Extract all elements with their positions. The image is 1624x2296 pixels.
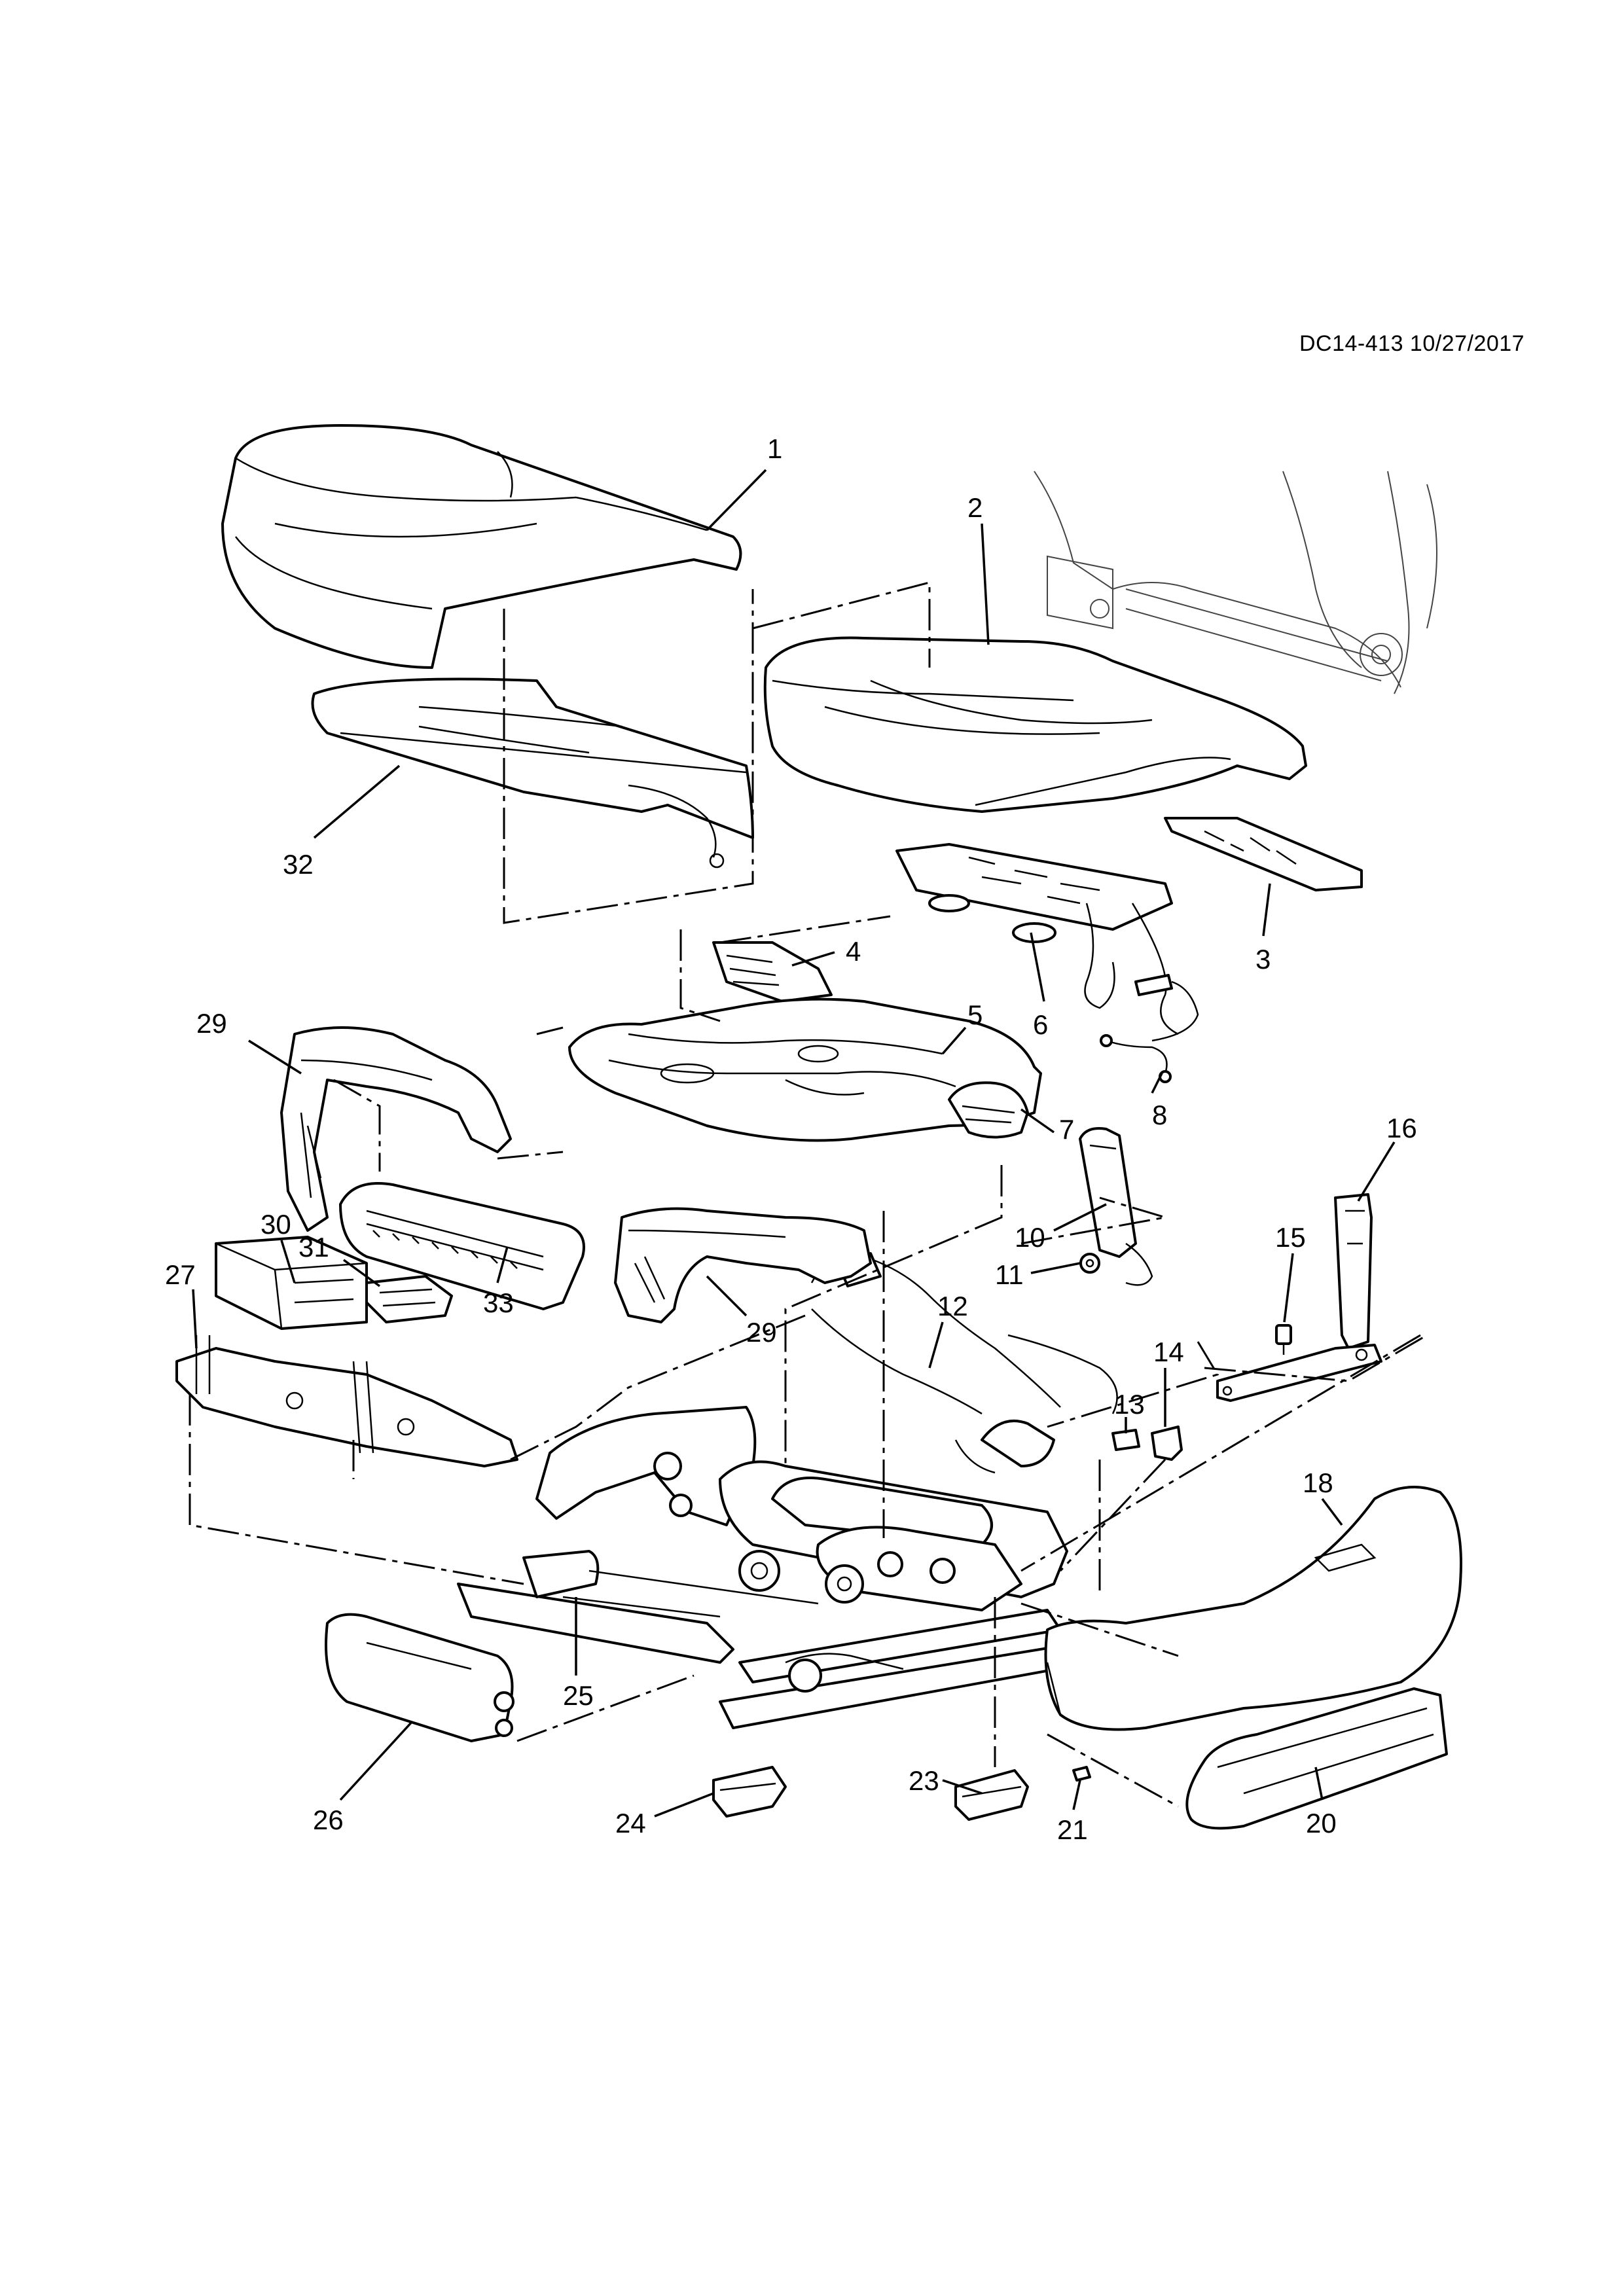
callout-18: 18: [1303, 1467, 1333, 1498]
seat-outer-side-shield: [1044, 1486, 1462, 1731]
callout-21: 21: [1057, 1814, 1088, 1845]
callout-16: 16: [1386, 1113, 1417, 1143]
seat-wiring-harness: [810, 1252, 1118, 1474]
fastener-bolt: [1275, 1324, 1292, 1355]
control-module: [215, 1236, 368, 1330]
seat-cushion-frame-pan: [568, 997, 1042, 1142]
callout-27: 27: [165, 1259, 196, 1290]
callout-3: 3: [1255, 944, 1271, 975]
callout-29a: 29: [196, 1008, 227, 1039]
callout-4: 4: [846, 936, 861, 967]
callout-7: 7: [1059, 1114, 1074, 1145]
callout-32: 32: [283, 849, 314, 880]
callout-14: 14: [1153, 1336, 1184, 1367]
callout-labels: 1 2 3 4 5 6 7 8 10 11 12 13 14 15 16 18 …: [165, 433, 1417, 1845]
seat-bolster-module: [339, 1182, 585, 1310]
callout-26: 26: [313, 1804, 344, 1835]
callout-10: 10: [1015, 1222, 1045, 1253]
seat-actuator-motor: [948, 1081, 1029, 1139]
callout-29b: 29: [746, 1317, 777, 1348]
seat-cushion-cover: [221, 424, 742, 669]
callout-6: 6: [1033, 1009, 1048, 1040]
seat-side-bracket-upper: [280, 1026, 512, 1232]
sensor-harness: [1100, 974, 1199, 1083]
leader-lines: [192, 469, 1396, 1818]
callout-23: 23: [909, 1765, 939, 1796]
callout-20: 20: [1306, 1808, 1337, 1839]
buckle-stalk: [1334, 1193, 1373, 1350]
callout-2: 2: [967, 492, 983, 523]
callout-24: 24: [615, 1808, 646, 1839]
callout-25: 25: [563, 1680, 594, 1711]
callout-5: 5: [967, 999, 983, 1030]
harness-connector-13: [1111, 1429, 1140, 1451]
module-bracket: [175, 1335, 518, 1467]
callout-31: 31: [298, 1232, 329, 1263]
callout-8: 8: [1152, 1100, 1167, 1130]
cushion-heater-pad: [311, 677, 754, 869]
seat-front-cover: [325, 1613, 514, 1742]
track-cover-23: [954, 1769, 1029, 1821]
callout-11: 11: [995, 1259, 1024, 1290]
belt-anchor-bracket: [1216, 1344, 1382, 1402]
assembly-lines: [189, 581, 1428, 1808]
callout-33: 33: [483, 1287, 514, 1318]
seat-cushion-pad: [763, 636, 1307, 813]
module-connector: [365, 1275, 453, 1323]
callout-12: 12: [937, 1291, 968, 1321]
seat-outer-side-trim: [1185, 1687, 1448, 1830]
power-seat-switch: [712, 941, 833, 1003]
callout-1: 1: [767, 433, 782, 464]
cushion-insert-pad: [1164, 817, 1363, 891]
document-code: DC14-413 10/27/2017: [1299, 331, 1525, 356]
seat-side-bracket-lower: [614, 1207, 872, 1323]
ghost-seat-outline: [1034, 471, 1437, 694]
callout-30: 30: [261, 1209, 291, 1240]
retainer-clip: [1072, 1766, 1091, 1782]
track-cover-24: [712, 1766, 787, 1818]
callout-15: 15: [1275, 1222, 1306, 1253]
fastener-nut: [1079, 1253, 1100, 1274]
harness-connector-14: [1151, 1426, 1183, 1461]
callout-13: 13: [1114, 1389, 1145, 1420]
seat-adjuster-frame: [457, 1406, 1094, 1729]
occupant-sensor-mat: [895, 843, 1179, 1035]
